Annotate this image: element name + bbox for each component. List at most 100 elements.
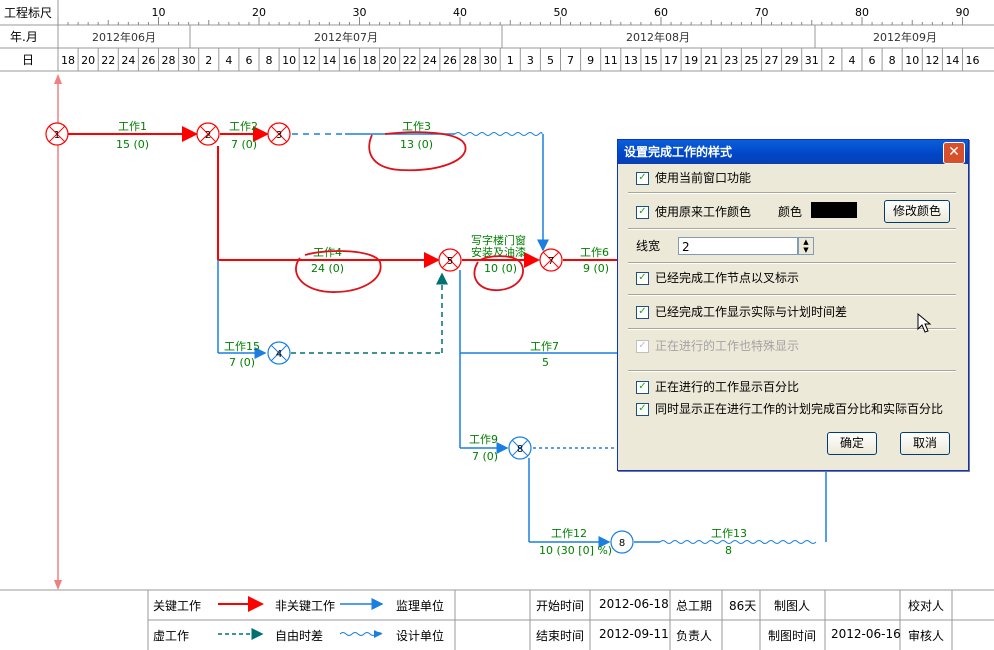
option-show-both-percent[interactable]: ✓ 同时显示正在进行工作的计划完成百分比和实际百分比 bbox=[636, 401, 943, 417]
day-label: 8 bbox=[889, 54, 896, 67]
work12-dur: 10 (30 [0] %) bbox=[539, 544, 612, 557]
day-label: 12 bbox=[302, 54, 316, 67]
day-label: 10 bbox=[282, 54, 296, 67]
day-label: 16 bbox=[342, 54, 356, 67]
work5-name-line2: 安装及油漆 bbox=[471, 245, 526, 259]
option-show-actual-vs-plan[interactable]: ✓已经完成工作显示实际与计划时间差 bbox=[636, 304, 847, 320]
total-duration-label: 总工期 bbox=[676, 599, 713, 613]
dialog-titlebar[interactable]: 设置完成工作的样式 ✕ bbox=[618, 140, 968, 164]
option-mark-done-nodes[interactable]: ✓ 已经完成工作节点以叉标示 bbox=[636, 270, 799, 286]
day-label: 24 bbox=[121, 54, 135, 67]
svg-text:7: 7 bbox=[548, 256, 554, 267]
annotation-work4 bbox=[295, 250, 382, 293]
wavy-float-work13 bbox=[659, 540, 817, 544]
legend-float-label: 自由时差 bbox=[275, 629, 324, 643]
work15-name: 工作15 bbox=[224, 340, 260, 353]
option-use-current-window[interactable]: ✓ 使用当前窗口功能 bbox=[636, 170, 751, 186]
node-1[interactable]: 1 bbox=[45, 122, 69, 146]
day-label: 25 bbox=[744, 54, 758, 67]
day-label: 14 bbox=[945, 54, 959, 67]
scale-tick-label: 40 bbox=[453, 6, 467, 19]
option-label: 使用当前窗口功能 bbox=[655, 171, 752, 185]
work9-dur: 7 (0) bbox=[472, 450, 498, 463]
month-aug: 2012年08月 bbox=[626, 30, 690, 44]
divider bbox=[628, 370, 956, 372]
end-time-value: 2012-09-11 bbox=[599, 627, 669, 641]
day-label: 17 bbox=[664, 54, 678, 67]
work3-dur: 13 (0) bbox=[400, 138, 433, 151]
day-label: 2 bbox=[205, 54, 212, 67]
checkbox-checked-icon[interactable]: ✓ bbox=[636, 381, 649, 394]
divider bbox=[628, 262, 956, 264]
work13-name: 工作13 bbox=[711, 527, 747, 540]
annotation-work3 bbox=[368, 131, 467, 172]
day-label: 8 bbox=[266, 54, 273, 67]
option-label: 同时显示正在进行工作的计划完成百分比和实际百分比 bbox=[655, 402, 944, 416]
node-5[interactable]: 5 bbox=[438, 248, 462, 272]
dialog-title: 设置完成工作的样式 bbox=[624, 145, 733, 159]
day-label: 21 bbox=[704, 54, 718, 67]
svg-text:3: 3 bbox=[276, 130, 282, 141]
day-label: 14 bbox=[322, 54, 336, 67]
checkbox-checked-icon[interactable]: ✓ bbox=[636, 403, 649, 416]
option-label: 使用原来工作颜色 bbox=[655, 205, 752, 219]
node-4[interactable]: 4 bbox=[267, 341, 291, 365]
day-label: 22 bbox=[101, 54, 115, 67]
month-jun: 2012年06月 bbox=[92, 30, 156, 44]
day-label: 12 bbox=[925, 54, 939, 67]
option-show-percent[interactable]: ✓正在进行的工作显示百分比 bbox=[636, 379, 799, 395]
checkbox-checked-icon[interactable]: ✓ bbox=[636, 172, 649, 185]
line-width-input[interactable]: 2 bbox=[678, 237, 798, 255]
checkbox-checked-icon[interactable]: ✓ bbox=[636, 272, 649, 285]
work2-dur: 7 (0) bbox=[231, 138, 257, 151]
checkbox-checked-icon[interactable]: ✓ bbox=[636, 306, 649, 319]
day-label: 19 bbox=[684, 54, 698, 67]
color-swatch[interactable] bbox=[811, 202, 857, 218]
scale-tick-label: 10 bbox=[152, 6, 166, 19]
node-3[interactable]: 3 bbox=[267, 122, 291, 146]
day-label: 4 bbox=[225, 54, 232, 67]
work-arrows bbox=[68, 126, 827, 548]
node-2[interactable]: 2 bbox=[196, 122, 220, 146]
scale-tick-label: 90 bbox=[956, 6, 970, 19]
work12-name: 工作12 bbox=[551, 527, 587, 540]
node-8-lower[interactable]: 8 bbox=[610, 530, 634, 554]
month-label: 年.月 bbox=[10, 30, 38, 44]
divider bbox=[628, 328, 956, 330]
work13-dur: 8 bbox=[725, 544, 732, 557]
close-icon[interactable]: ✕ bbox=[943, 142, 965, 164]
ok-button[interactable]: 确定 bbox=[827, 432, 877, 455]
option-use-original-color[interactable]: ✓ 使用原来工作颜色 bbox=[636, 204, 751, 220]
work15-dur: 7 (0) bbox=[229, 356, 255, 369]
work3-name: 工作3 bbox=[402, 120, 431, 133]
style-settings-dialog: 设置完成工作的样式 ✕ ✓使用当前窗口功能 ✓使用原来工作颜色 颜色 修改颜色 … bbox=[617, 139, 969, 471]
work6-dur: 9 (0) bbox=[583, 262, 609, 275]
work5-dur: 10 (0) bbox=[484, 262, 517, 275]
checkbox-checked-icon[interactable]: ✓ bbox=[636, 206, 649, 219]
modify-color-button[interactable]: 修改颜色 bbox=[884, 200, 950, 223]
node-7[interactable]: 7 bbox=[539, 248, 563, 272]
line-width-spinner[interactable]: ▲▼ bbox=[798, 237, 814, 255]
work4-name: 工作4 bbox=[313, 246, 342, 259]
work4-dur: 24 (0) bbox=[311, 262, 344, 275]
node-8-upper[interactable]: 8 bbox=[508, 436, 532, 460]
legend-critical-label: 关键工作 bbox=[153, 599, 202, 613]
day-label: 5 bbox=[547, 54, 554, 67]
nodes: 1 2 3 5 4 7 8 bbox=[45, 122, 634, 554]
day-label: 20 bbox=[383, 54, 397, 67]
day-label: 26 bbox=[443, 54, 457, 67]
draw-time-label: 制图时间 bbox=[768, 629, 817, 643]
day-label: 10 bbox=[905, 54, 919, 67]
option-label: 已经完成工作节点以叉标示 bbox=[655, 271, 800, 285]
cancel-button[interactable]: 取消 bbox=[900, 432, 950, 455]
svg-text:2: 2 bbox=[205, 130, 211, 141]
option-special-in-progress[interactable]: ✓正在进行的工作也特殊显示 bbox=[636, 338, 799, 354]
month-jul: 2012年07月 bbox=[314, 30, 378, 44]
day-label: 11 bbox=[604, 54, 618, 67]
scale-tick-label: 20 bbox=[252, 6, 266, 19]
total-duration-value: 86天 bbox=[729, 599, 757, 613]
svg-text:8: 8 bbox=[619, 538, 625, 549]
day-label: 9 bbox=[587, 54, 594, 67]
